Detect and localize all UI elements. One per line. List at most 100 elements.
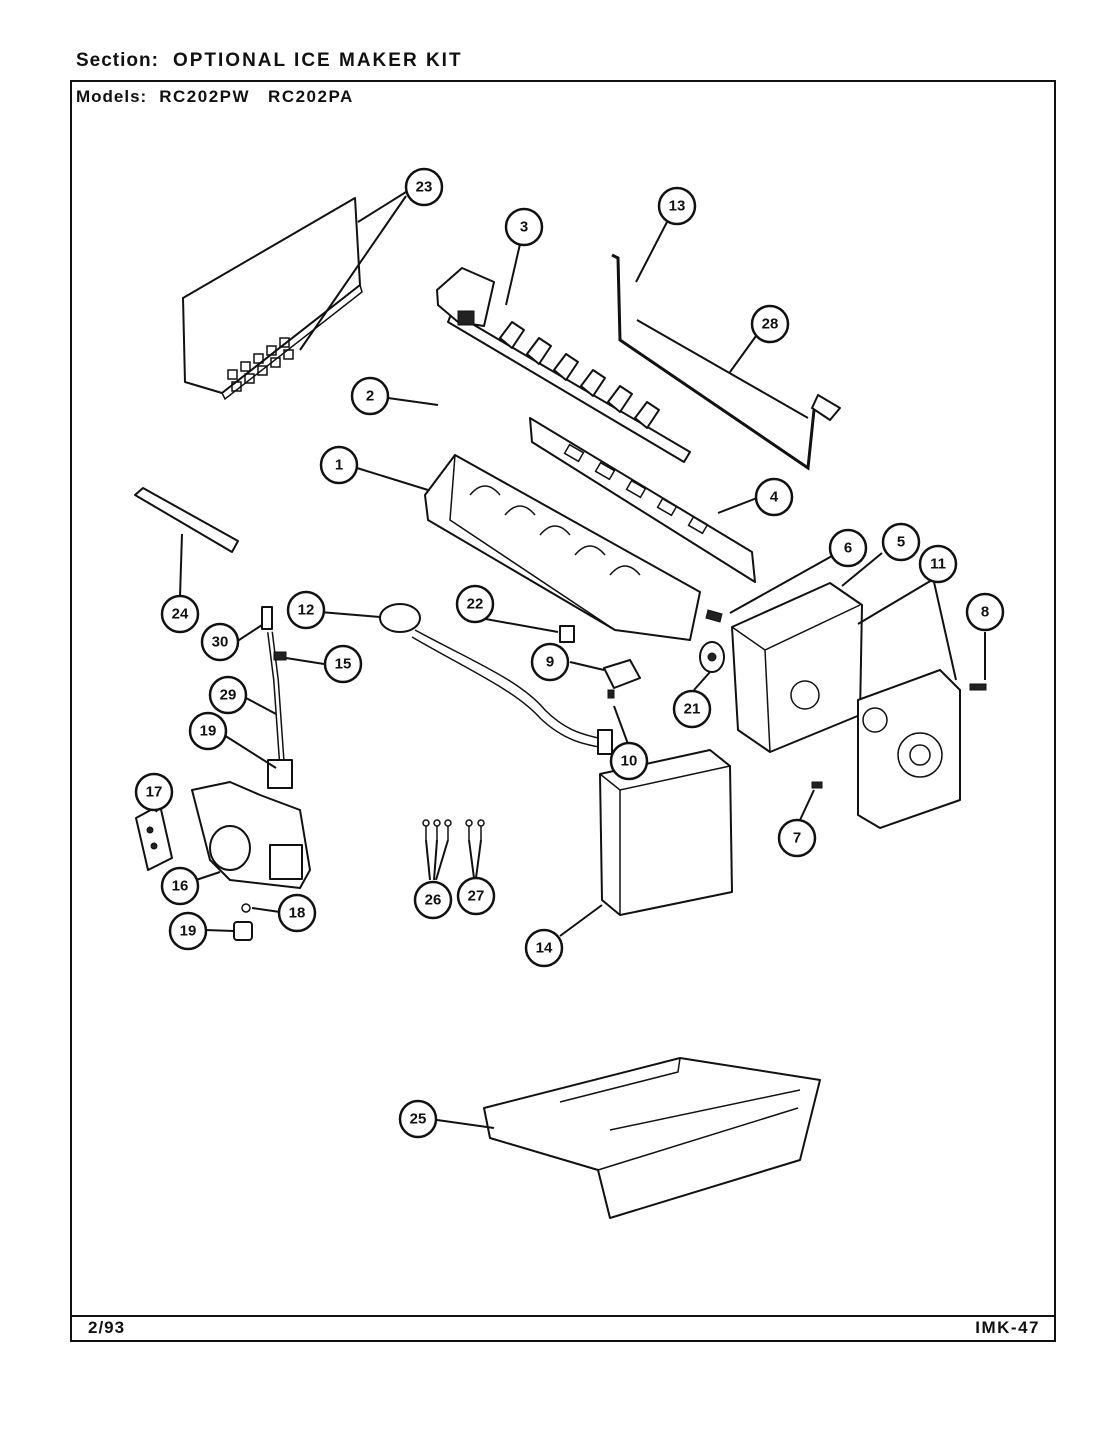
part-valve-bracket xyxy=(135,804,173,871)
callout-6: 6 xyxy=(828,528,868,568)
part-spring-6 xyxy=(705,609,723,623)
part-motor-plate xyxy=(857,669,961,829)
callout-16: 16 xyxy=(160,866,200,906)
callout-14: 14 xyxy=(524,928,564,968)
svg-text:7: 7 xyxy=(793,830,801,847)
callout-2: 2 xyxy=(350,376,390,416)
svg-text:13: 13 xyxy=(669,198,686,215)
svg-text:19: 19 xyxy=(200,723,217,740)
section-value: OPTIONAL ICE MAKER KIT xyxy=(172,50,463,71)
part-bracket xyxy=(436,267,495,327)
model-rc202pa: RC202PA xyxy=(268,87,354,106)
svg-text:26: 26 xyxy=(425,892,442,909)
svg-text:16: 16 xyxy=(172,878,189,895)
part-ejector-shaft xyxy=(447,311,691,463)
svg-text:22: 22 xyxy=(467,596,484,613)
section-heading: Section: OPTIONAL ICE MAKER KIT xyxy=(76,50,463,72)
footer-code: IMK-47 xyxy=(975,1318,1040,1337)
part-ice-mold xyxy=(424,454,701,641)
svg-text:29: 29 xyxy=(220,687,237,704)
callout-12: 12 xyxy=(286,590,326,630)
svg-text:14: 14 xyxy=(536,940,553,957)
part-shelf-cover xyxy=(182,197,363,401)
part-water-line xyxy=(261,606,290,777)
svg-text:12: 12 xyxy=(298,602,315,619)
callout-23: 23 xyxy=(404,167,444,207)
svg-text:5: 5 xyxy=(897,534,905,551)
callout-1: 1 xyxy=(319,445,359,485)
callout-15: 15 xyxy=(323,644,363,684)
part-control-housing xyxy=(731,582,863,753)
callout-22: 22 xyxy=(455,584,495,624)
diagram-frame xyxy=(70,80,1056,1342)
models-label: Models: xyxy=(76,87,148,106)
svg-text:10: 10 xyxy=(621,753,638,770)
part-wire-harness xyxy=(379,603,613,755)
stripper-slots xyxy=(563,443,709,535)
svg-text:21: 21 xyxy=(684,701,701,718)
svg-text:6: 6 xyxy=(844,540,852,557)
svg-text:8: 8 xyxy=(981,604,989,621)
svg-text:23: 23 xyxy=(416,179,433,196)
callout-17: 17 xyxy=(134,772,174,812)
callout-29: 29 xyxy=(208,675,248,715)
svg-text:11: 11 xyxy=(930,556,946,573)
models-heading: Models: RC202PW RC202PA xyxy=(76,87,354,107)
part-screw-8 xyxy=(969,683,987,691)
part-cam xyxy=(699,641,725,673)
part-water-valve xyxy=(191,759,311,889)
callout-18: 18 xyxy=(277,893,317,933)
part-screw-7 xyxy=(811,781,823,789)
part-switch-bracket xyxy=(603,659,641,689)
section-label: Section: xyxy=(76,50,159,71)
part-stripper xyxy=(529,417,756,583)
part-ice-bin xyxy=(483,1057,821,1219)
callout-9: 9 xyxy=(530,642,570,682)
svg-text:24: 24 xyxy=(172,606,189,623)
footer-date: 2/93 xyxy=(88,1318,126,1337)
callout-19-upper: 19 xyxy=(188,711,228,751)
screws-27 xyxy=(465,819,485,840)
part-shutoff-arm xyxy=(611,253,841,471)
part-washer-18 xyxy=(241,903,251,913)
svg-text:30: 30 xyxy=(212,634,229,651)
callout-7: 7 xyxy=(777,818,817,858)
callout-4: 4 xyxy=(754,477,794,517)
callout-13: 13 xyxy=(657,186,697,226)
svg-text:28: 28 xyxy=(762,316,779,333)
callout-30: 30 xyxy=(200,622,240,662)
callout-21: 21 xyxy=(672,689,712,729)
part-nut-19 xyxy=(233,921,253,941)
part-fill-tube xyxy=(134,487,239,553)
svg-text:1: 1 xyxy=(335,457,343,474)
leader-lines xyxy=(155,191,986,1129)
svg-text:15: 15 xyxy=(335,656,352,673)
callout-10: 10 xyxy=(609,741,649,781)
callout-26: 26 xyxy=(413,880,453,920)
svg-text:9: 9 xyxy=(546,654,554,671)
part-screw-10 xyxy=(607,689,615,699)
svg-text:17: 17 xyxy=(146,784,163,801)
svg-text:19: 19 xyxy=(180,923,197,940)
screws-26 xyxy=(422,819,452,840)
callout-25: 25 xyxy=(398,1099,438,1139)
svg-text:3: 3 xyxy=(520,219,528,236)
shelf-vents xyxy=(227,337,294,392)
callout-11: 11 xyxy=(918,544,958,584)
model-rc202pw: RC202PW xyxy=(159,87,251,106)
callout-3: 3 xyxy=(504,207,544,247)
svg-text:4: 4 xyxy=(770,489,779,506)
svg-text:25: 25 xyxy=(410,1111,427,1128)
callout-19-lower: 19 xyxy=(168,911,208,951)
svg-text:2: 2 xyxy=(366,388,374,405)
part-front-cover xyxy=(599,749,733,916)
svg-text:18: 18 xyxy=(289,905,306,922)
svg-text:27: 27 xyxy=(468,888,485,905)
ejector-blades xyxy=(499,321,660,429)
part-clip xyxy=(559,625,575,643)
callout-28: 28 xyxy=(750,304,790,344)
callout-8: 8 xyxy=(965,592,1005,632)
callout-27: 27 xyxy=(456,876,496,916)
footer-rule xyxy=(70,1315,1056,1317)
